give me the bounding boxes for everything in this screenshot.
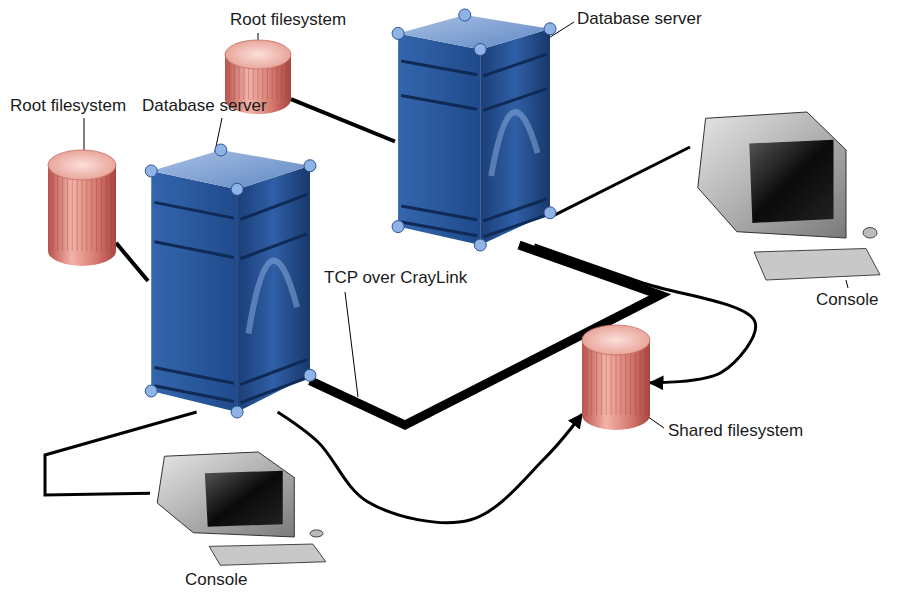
server-side <box>480 29 550 245</box>
leader-line <box>258 33 259 40</box>
server-corners <box>392 9 556 251</box>
monitor-screen <box>205 471 283 527</box>
mouse <box>310 530 323 537</box>
server-top <box>398 15 550 50</box>
monitor-screen <box>749 140 833 223</box>
monitor-case <box>698 112 846 238</box>
database-server: Database server <box>148 150 310 412</box>
disk-top <box>48 150 116 180</box>
server-grilles <box>154 195 306 403</box>
craylink-cable <box>310 245 660 425</box>
console-terminal: Console <box>690 112 890 287</box>
monitor-case <box>157 452 294 537</box>
callout-label: Console <box>816 290 878 310</box>
console-icon <box>150 452 335 570</box>
disk-icon <box>582 325 650 430</box>
leader-lines <box>84 22 848 428</box>
leader-line <box>84 118 85 150</box>
disk-top <box>582 325 650 355</box>
cable <box>291 99 395 141</box>
keyboard <box>209 544 326 565</box>
server-top <box>151 150 310 189</box>
console-icon <box>690 112 890 287</box>
server-icon <box>148 150 310 412</box>
database-server: Database server <box>395 15 550 245</box>
cable <box>278 412 582 523</box>
shared-filesystem-disk: Shared filesystem <box>582 325 650 430</box>
server-corners <box>145 144 316 418</box>
link-label: TCP over CrayLink <box>322 268 469 288</box>
console-terminal: Console <box>150 452 335 570</box>
callout-label: Database server <box>142 96 267 116</box>
callout-label: Root filesystem <box>10 96 126 116</box>
callout-label: Shared filesystem <box>668 421 803 441</box>
callout-label: Root filesystem <box>230 10 346 30</box>
server-front <box>398 33 480 245</box>
leader-line <box>846 280 848 288</box>
disk-icon <box>48 150 116 266</box>
root-filesystem-disk: Root filesystem <box>48 150 116 266</box>
leader-line <box>345 292 358 397</box>
server-front <box>151 171 237 412</box>
callout-label: Database server <box>577 9 702 29</box>
cable <box>550 147 690 217</box>
server-side <box>237 166 310 412</box>
callout-label: Console <box>185 570 247 590</box>
cable <box>116 243 148 281</box>
disk-top <box>225 40 291 69</box>
server-grilles <box>401 54 547 237</box>
server-icon <box>395 15 550 245</box>
keyboard <box>754 249 880 281</box>
mouse <box>863 228 877 239</box>
